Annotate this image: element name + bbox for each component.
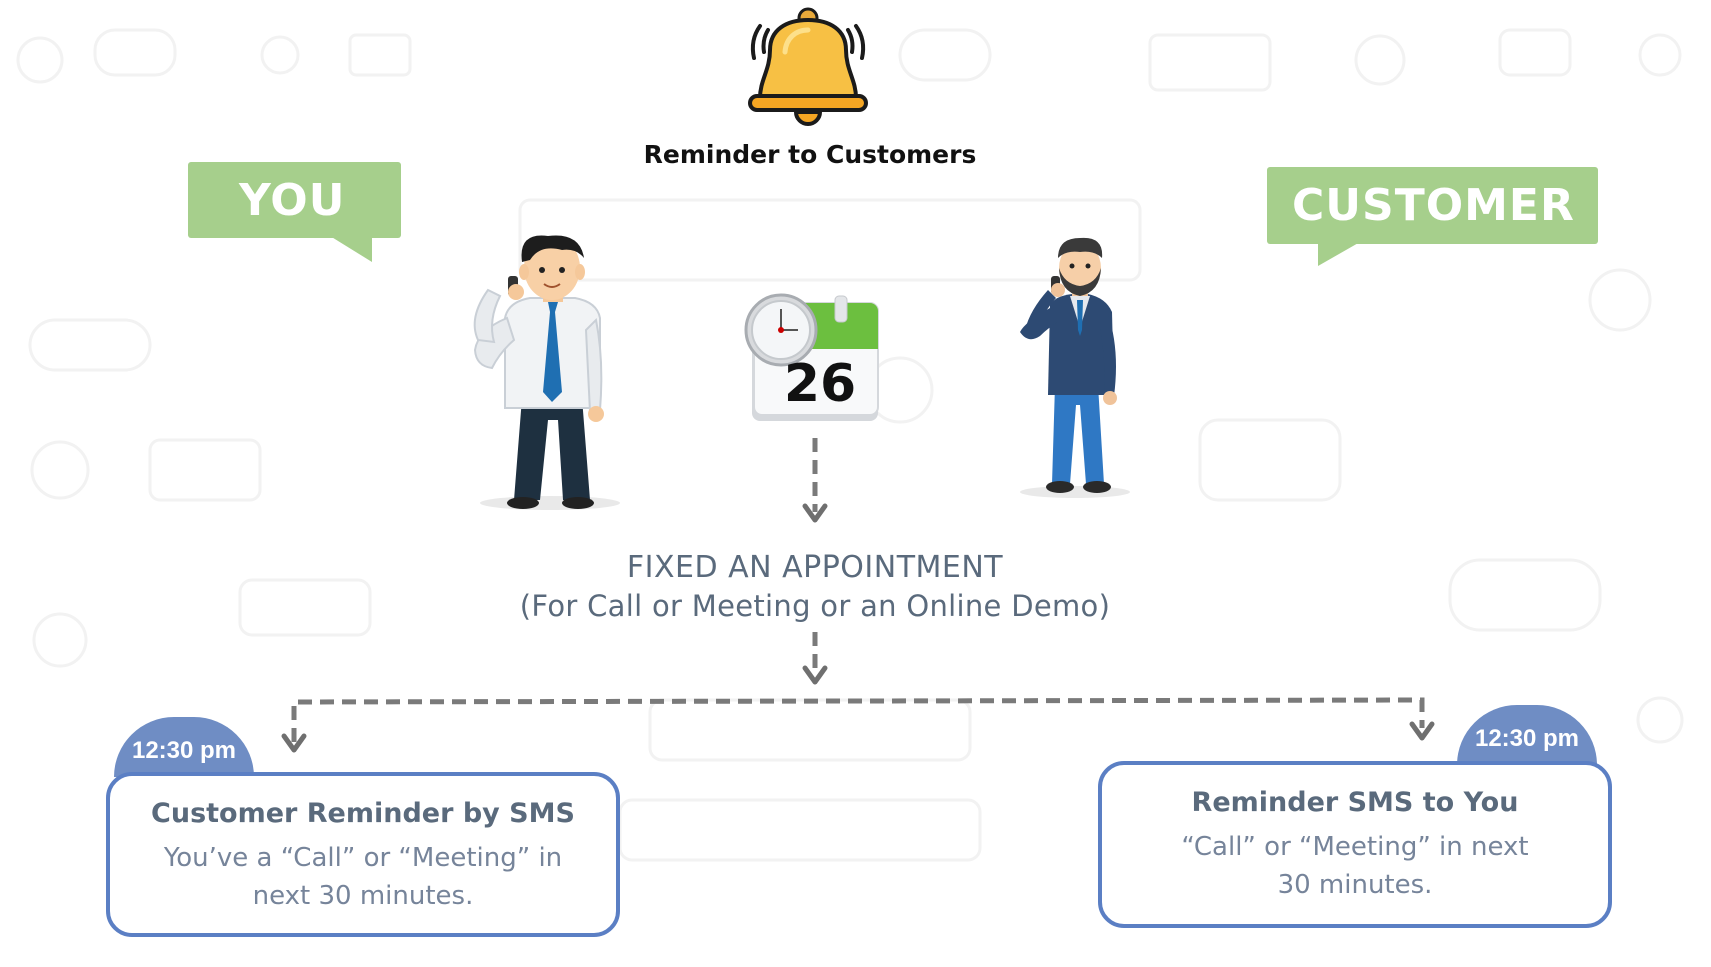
customer-label: CUSTOMER xyxy=(1292,180,1575,231)
customer-bubble-tail xyxy=(1318,242,1360,266)
bell-icon xyxy=(748,7,868,126)
you-bubble-tail xyxy=(330,236,372,262)
calendar-day-number: 26 xyxy=(783,354,857,414)
flow-connectors xyxy=(291,438,1425,742)
arrow-to-appointment xyxy=(802,503,828,523)
right-card-line-1: “Call” or “Meeting” in next xyxy=(1181,832,1529,862)
you-person-illustration xyxy=(473,235,620,510)
left-card-body: You’ve a “Call” or “Meeting” in next 30 … xyxy=(110,839,616,915)
customer-speech-bubble: CUSTOMER xyxy=(1267,167,1598,244)
right-card-line-2: 30 minutes. xyxy=(1277,870,1433,900)
left-card-title: Customer Reminder by SMS xyxy=(151,798,575,829)
you-speech-bubble: YOU xyxy=(188,162,401,238)
appointment-block: FIXED AN APPOINTMENT (For Call or Meetin… xyxy=(500,550,1130,623)
branch-connector xyxy=(291,697,1425,742)
appointment-title: FIXED AN APPOINTMENT xyxy=(626,550,1004,585)
clock-icon xyxy=(744,293,818,367)
customer-person-illustration xyxy=(1020,237,1130,498)
right-card-title: Reminder SMS to You xyxy=(1191,787,1519,818)
arrow-to-left-card xyxy=(281,733,307,753)
diagram-title: Reminder to Customers xyxy=(643,140,977,169)
appointment-subtitle: (For Call or Meeting or an Online Demo) xyxy=(519,589,1111,623)
flow-arrowheads xyxy=(281,503,1435,753)
arrow-to-right-card xyxy=(1409,721,1435,741)
customer-reminder-card: Customer Reminder by SMS You’ve a “Call”… xyxy=(106,772,620,937)
you-label: YOU xyxy=(239,174,346,226)
left-card-line-2: next 30 minutes. xyxy=(252,881,474,911)
you-reminder-card: Reminder SMS to You “Call” or “Meeting” … xyxy=(1098,761,1612,928)
left-card-line-1: You’ve a “Call” or “Meeting” in xyxy=(163,843,563,873)
left-time-text: 12:30 pm xyxy=(131,737,237,764)
background-doodles xyxy=(16,28,1684,862)
right-card-body: “Call” or “Meeting” in next 30 minutes. xyxy=(1102,828,1608,904)
right-time-text: 12:30 pm xyxy=(1474,725,1580,752)
arrow-to-branch xyxy=(802,665,828,685)
